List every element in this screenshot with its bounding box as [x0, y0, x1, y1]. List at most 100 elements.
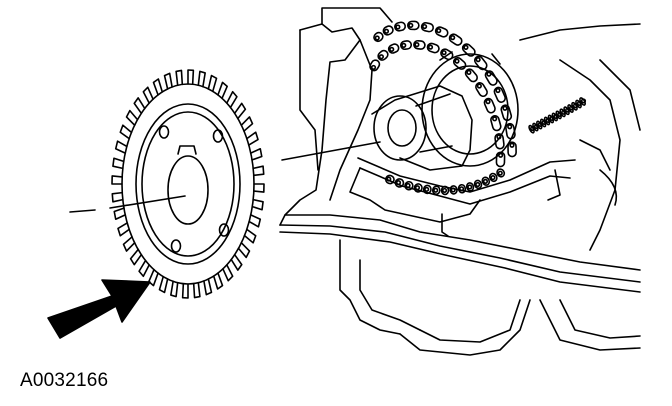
chain-link	[536, 120, 543, 130]
chain-link	[407, 20, 420, 31]
chain-pin	[495, 87, 501, 94]
chain-link	[496, 168, 506, 178]
chain-pin	[383, 28, 390, 34]
sprocket-tooth	[114, 140, 128, 154]
chain-link	[563, 106, 570, 116]
sprocket-tooth	[119, 124, 133, 140]
chain-pin	[492, 116, 498, 122]
bolt-hole	[212, 129, 224, 143]
chain-pin	[433, 187, 439, 193]
chain-link	[448, 33, 463, 46]
chain-pin	[370, 64, 377, 71]
chain-link	[387, 43, 400, 54]
sprocket-tooth	[112, 157, 125, 170]
chain-link	[394, 21, 407, 32]
chain-pin	[463, 44, 469, 50]
chain-link	[413, 39, 426, 50]
figure-id-label: A0032166	[20, 370, 109, 391]
chain-pin	[466, 69, 472, 75]
sprocket-tooth	[237, 241, 251, 259]
chain-link	[413, 183, 423, 193]
sprocket-tooth	[252, 165, 265, 177]
sprocket-tooth	[192, 281, 201, 299]
sprocket-tooth	[148, 268, 159, 287]
sprocket-tooth	[129, 248, 143, 266]
chain-link	[384, 174, 395, 185]
sprocket-tooth	[249, 147, 263, 161]
chain-link	[500, 104, 513, 122]
chain-pin	[490, 174, 496, 181]
chain-pin	[441, 187, 448, 194]
chain-pin	[509, 142, 515, 148]
chain-link	[579, 97, 587, 106]
chain-link	[399, 40, 413, 51]
chain-pin	[408, 22, 414, 28]
chain-pin	[476, 83, 482, 89]
chain-pin	[424, 186, 430, 192]
chain-pin	[482, 178, 489, 184]
chain-link	[575, 99, 582, 109]
sprocket-tooth	[253, 183, 265, 193]
chain-pin	[580, 98, 587, 104]
chain-link	[481, 176, 491, 186]
chain-link	[422, 184, 432, 195]
bolt-hole	[218, 223, 230, 237]
chain-link	[528, 124, 535, 134]
arrow-up-right-icon	[47, 279, 151, 339]
sprocket-tooth	[170, 280, 179, 298]
chain-link	[490, 114, 502, 132]
chain-pin	[395, 24, 401, 30]
sprocket-tooth	[207, 74, 218, 93]
chain-pin	[389, 46, 395, 52]
chain-link	[507, 141, 517, 158]
chain-link	[488, 172, 498, 183]
sprocket-tooth	[111, 175, 123, 185]
sprocket-tooth	[248, 214, 262, 228]
chain-link	[420, 21, 435, 33]
chain-pin	[401, 42, 407, 48]
chain-link	[555, 110, 562, 120]
chain-pin	[497, 170, 503, 176]
chain-link	[382, 25, 394, 36]
sprocket-tooth	[138, 259, 151, 278]
sprocket-tooth	[158, 275, 169, 294]
sprocket-tooth	[187, 69, 195, 86]
sprocket-tooth	[243, 228, 257, 244]
chain-pin	[475, 181, 481, 188]
chain-link	[483, 97, 496, 114]
sprocket-tooth	[246, 131, 259, 146]
chain-link	[426, 42, 440, 54]
sprocket-tooth	[152, 78, 164, 96]
sprocket-tooth	[230, 253, 243, 271]
chain-tensioner-guide	[349, 157, 576, 237]
sprocket-tooth	[125, 109, 139, 127]
chain-link	[373, 31, 384, 43]
chain-pin	[502, 105, 508, 111]
chain-link	[539, 118, 547, 128]
sprocket-tooth	[251, 198, 264, 211]
sprocket-tooth	[181, 282, 189, 299]
sprocket-tooth	[203, 278, 213, 296]
chain-pin	[378, 54, 384, 60]
chain-pin	[441, 50, 447, 56]
chain-pin	[507, 124, 513, 130]
alignment-centerline	[69, 141, 381, 213]
chain-link	[464, 68, 478, 83]
chain-pin	[485, 99, 491, 105]
chain-link	[377, 49, 389, 61]
sprocket-tooth	[117, 222, 130, 237]
sprocket-teeth	[111, 69, 265, 299]
sprocket-tooth	[163, 72, 173, 90]
bolt-hole	[158, 125, 170, 139]
chain-link	[543, 116, 551, 126]
sprocket-tooth	[225, 90, 238, 109]
chain-pin	[436, 28, 442, 34]
bolt-hole	[170, 239, 182, 253]
sprocket-tooth	[122, 236, 136, 252]
chain-link	[452, 57, 467, 70]
chain-link	[473, 179, 483, 190]
sprocket-tooth	[111, 191, 124, 203]
chain-pin	[475, 57, 481, 63]
chain-pin	[422, 23, 428, 30]
